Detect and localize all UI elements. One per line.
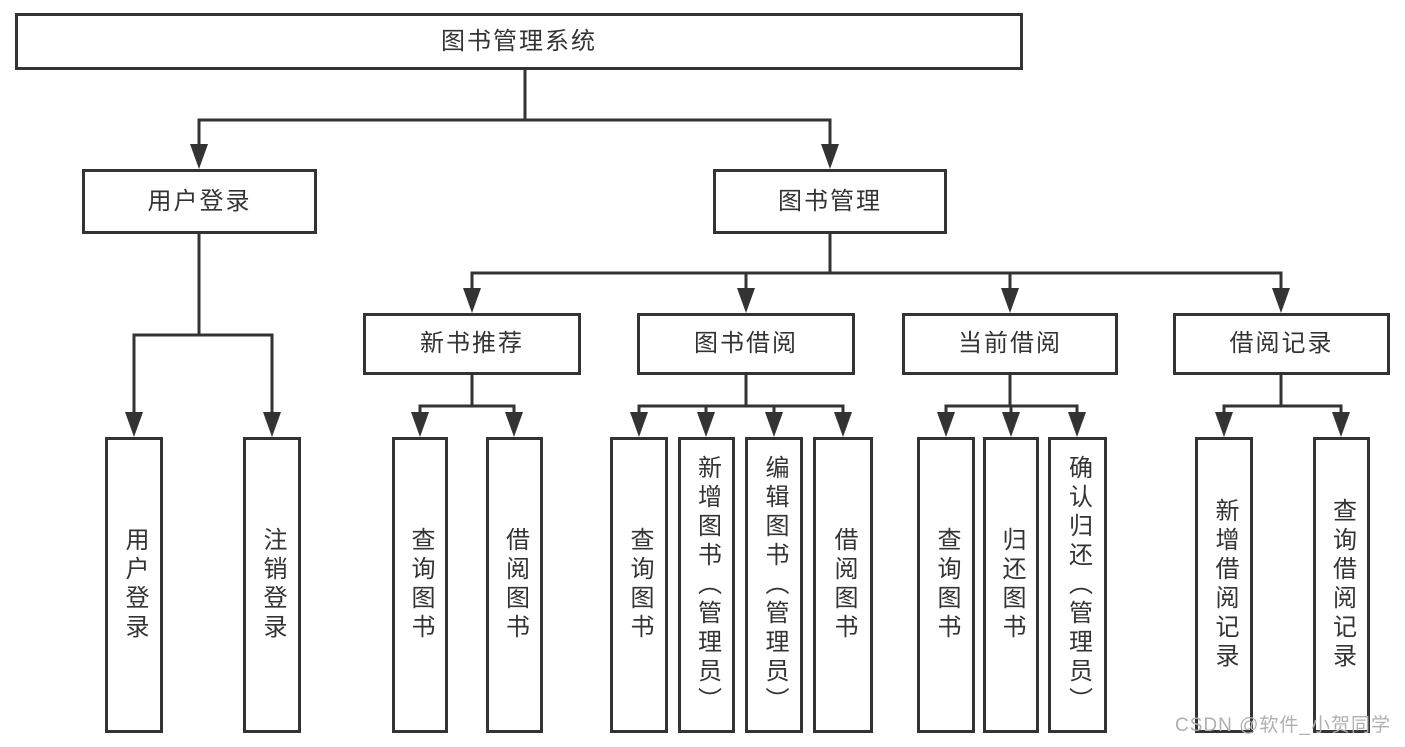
leaf-borrow-add-book-admin: 新增图书（管理员） bbox=[678, 437, 735, 733]
arrow-down-icon bbox=[1002, 412, 1020, 437]
arrow-down-icon bbox=[765, 412, 783, 437]
arrow-down-icon bbox=[1332, 412, 1350, 437]
arrow-down-icon bbox=[630, 412, 648, 437]
leaf-borrow-edit-book-admin: 编辑图书（管理员） bbox=[745, 437, 803, 733]
arrow-down-icon bbox=[697, 412, 715, 437]
leaf-user-login: 用户登录 bbox=[105, 437, 163, 733]
arrow-down-icon bbox=[1068, 412, 1086, 437]
arrow-down-icon bbox=[411, 412, 429, 437]
csdn-watermark: CSDN @软件_小贺同学 bbox=[1175, 715, 1391, 736]
leaf-current-query-book: 查询图书 bbox=[917, 437, 975, 733]
arrow-down-icon bbox=[263, 412, 281, 437]
node-root-system: 图书管理系统 bbox=[15, 13, 1023, 70]
node-current-borrow: 当前借阅 bbox=[902, 313, 1118, 375]
leaf-current-return-book: 归还图书 bbox=[983, 437, 1039, 733]
arrow-down-icon bbox=[190, 144, 208, 169]
node-book-borrow: 图书借阅 bbox=[637, 313, 855, 375]
arrow-down-icon bbox=[1272, 288, 1290, 313]
leaf-record-add-borrow-record: 新增借阅记录 bbox=[1195, 437, 1253, 733]
node-new-book-recommend: 新书推荐 bbox=[363, 313, 581, 375]
leaf-record-query-borrow-record: 查询借阅记录 bbox=[1313, 437, 1370, 733]
arrow-down-icon bbox=[125, 412, 143, 437]
arrow-down-icon bbox=[937, 412, 955, 437]
leaf-borrow-query-book: 查询图书 bbox=[610, 437, 668, 733]
node-user-login: 用户登录 bbox=[82, 169, 317, 234]
leaf-current-confirm-return-admin: 确认归还（管理员） bbox=[1048, 437, 1107, 733]
leaf-logout: 注销登录 bbox=[243, 437, 301, 733]
leaf-newbook-query-book: 查询图书 bbox=[392, 437, 448, 733]
node-borrow-record: 借阅记录 bbox=[1173, 313, 1390, 375]
arrow-down-icon bbox=[1215, 412, 1233, 437]
arrow-down-icon bbox=[737, 288, 755, 313]
arrow-down-icon bbox=[505, 412, 523, 437]
arrow-down-icon bbox=[1001, 288, 1019, 313]
node-book-management: 图书管理 bbox=[713, 169, 947, 234]
arrow-down-icon bbox=[821, 144, 839, 169]
leaf-borrow-borrow-book: 借阅图书 bbox=[813, 437, 873, 733]
arrow-down-icon bbox=[463, 288, 481, 313]
leaf-newbook-borrow-book: 借阅图书 bbox=[486, 437, 543, 733]
arrow-down-icon bbox=[834, 412, 852, 437]
